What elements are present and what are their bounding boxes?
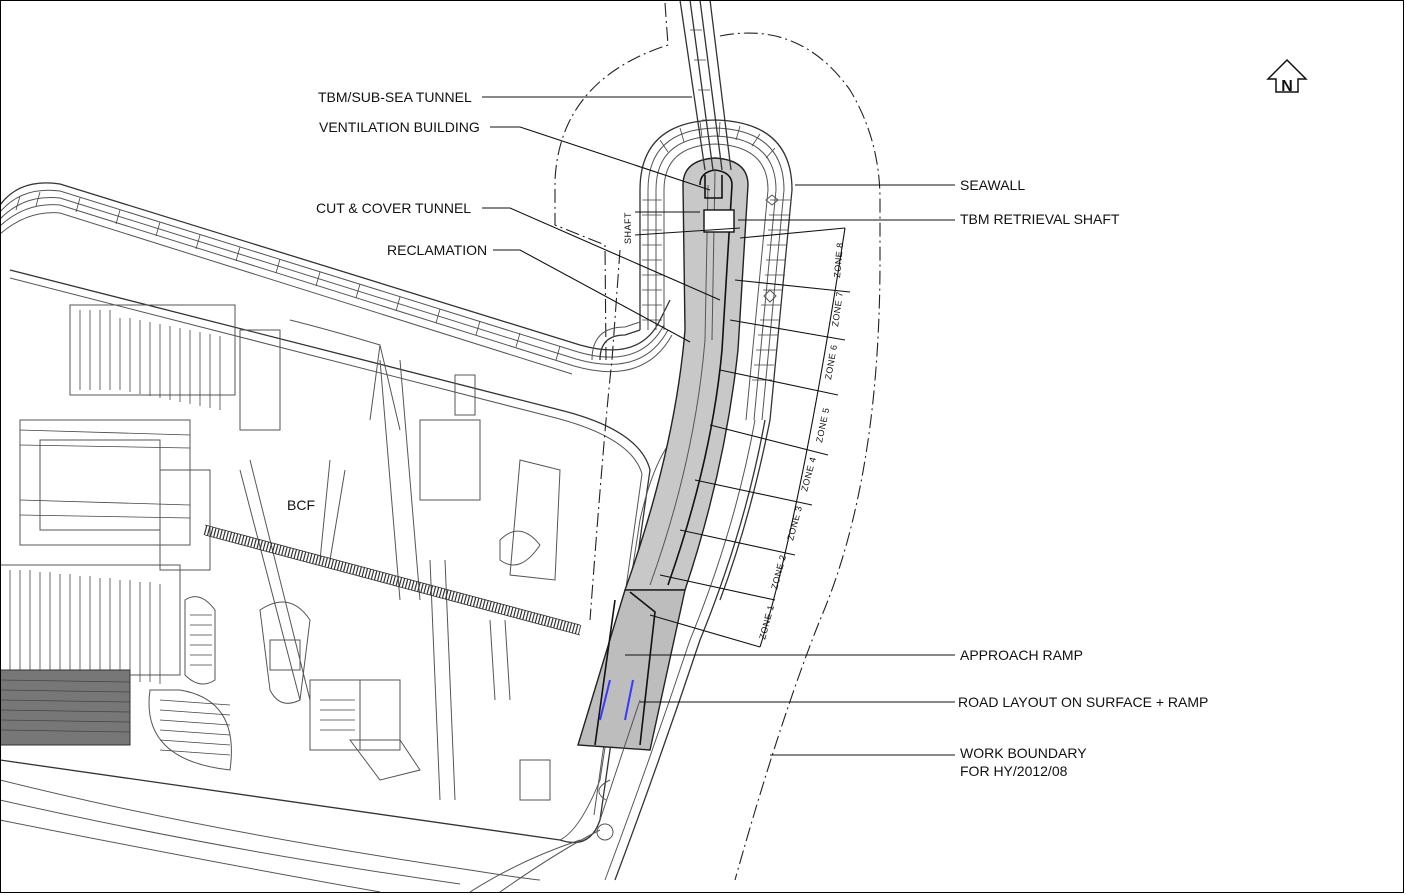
- zone-dividers: [649, 227, 851, 648]
- label-seawall: SEAWALL: [960, 177, 1025, 193]
- markers: [763, 194, 779, 303]
- svg-text:N: N: [1281, 78, 1293, 95]
- tunnel-alignment: [577, 157, 749, 751]
- zone-label: ZONE 5: [814, 407, 831, 444]
- bcf-structures: [239, 319, 561, 801]
- parking-blocks: [1, 304, 281, 771]
- label-road-layout: ROAD LAYOUT ON SURFACE + RAMP: [958, 694, 1208, 710]
- label-work-boundary-2: FOR HY/2012/08: [960, 763, 1068, 779]
- zone-label: ZONE 2: [769, 554, 788, 591]
- zone-label: ZONE 7: [830, 291, 845, 328]
- bcf-hatched-strip: [203, 524, 582, 636]
- label-ventilation-building: VENTILATION BUILDING: [319, 119, 480, 135]
- label-tbm-retrieval-shaft: TBM RETRIEVAL SHAFT: [960, 211, 1120, 227]
- east-road: [596, 419, 766, 881]
- label-reclamation: RECLAMATION: [387, 242, 487, 258]
- leader-lines: [482, 96, 955, 756]
- label-bcf: BCF: [287, 497, 315, 513]
- approach-ramp-area: [577, 589, 686, 751]
- label-cut-cover-tunnel: CUT & COVER TUNNEL: [316, 200, 471, 216]
- north-arrow-icon: N: [1266, 58, 1308, 95]
- work-boundary-line: [554, 2, 881, 881]
- seawall-rings: [591, 119, 793, 601]
- label-tbm-subsea-tunnel: TBM/SUB-SEA TUNNEL: [318, 89, 472, 105]
- zone-label: ZONE 3: [785, 505, 804, 542]
- label-shaft: SHAFT: [623, 212, 633, 244]
- label-approach-ramp: APPROACH RAMP: [960, 647, 1083, 663]
- reclamation-platform-outline: [1, 182, 673, 375]
- tbm-retrieval-shaft-box: [703, 209, 735, 233]
- zone-label: ZONE 8: [832, 242, 845, 278]
- label-work-boundary-1: WORK BOUNDARY: [960, 745, 1087, 761]
- subsea-tunnel-lines: [679, 1, 732, 171]
- zone-label: ZONE 1: [757, 604, 776, 641]
